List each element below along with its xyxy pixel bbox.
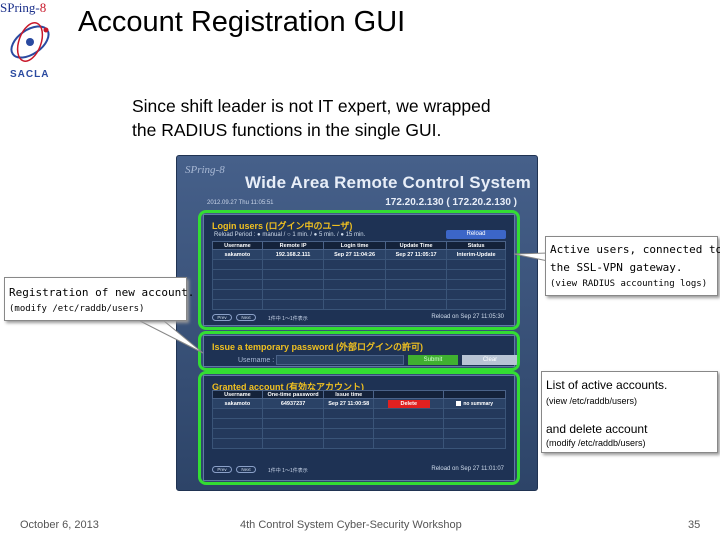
reload-option-5min[interactable]: ● 5 min. /: [313, 232, 339, 238]
reload-status: Reload on Sep 27 11:01:07: [431, 466, 504, 472]
intro-line-2: the RADIUS functions in the single GUI.: [132, 120, 442, 140]
next-button[interactable]: Next: [236, 466, 256, 473]
sacla-logo-text: SACLA: [10, 69, 50, 80]
pager-text: 1件中 1〜1件表示: [268, 316, 308, 322]
app-brand: SPring-8: [185, 164, 225, 176]
footer-date: October 6, 2013: [20, 519, 99, 531]
empty-table-row: [212, 269, 506, 280]
registration-pointer: [139, 320, 204, 354]
reload-button[interactable]: Reload: [446, 230, 506, 239]
active-users-pointer: [513, 252, 549, 262]
prev-button[interactable]: Prev: [212, 466, 232, 473]
callout-text: (modify /etc/raddb/users): [546, 438, 646, 448]
callout-text: and delete account: [546, 422, 648, 436]
granted-account-panel: Granted account (有効なアカウント) Username One-…: [203, 375, 515, 481]
slide-title: Account Registration GUI: [78, 6, 406, 38]
callout-text: Active users, connected to: [550, 243, 720, 256]
checkbox-icon[interactable]: [456, 400, 462, 406]
spring8-logo-text: SPring-8: [0, 0, 47, 15]
orbit-logo-icon: [10, 22, 50, 62]
callout-text: (view RADIUS accounting logs): [550, 279, 708, 289]
page-number: 35: [688, 519, 701, 531]
delete-button[interactable]: Delete: [387, 399, 430, 408]
username-label: Username :: [238, 357, 275, 364]
reload-option-15min[interactable]: ● 15 min.: [340, 232, 366, 238]
app-title: Wide Area Remote Control System: [245, 173, 531, 192]
empty-table-row: [212, 418, 506, 429]
app-ip-address: 172.20.2.130 ( 172.20.2.130 ): [385, 197, 517, 208]
footer-event: 4th Control System Cyber-Security Worksh…: [240, 519, 462, 531]
active-accounts-callout: List of active accounts. (view /etc/radd…: [541, 371, 718, 453]
table-header-row: Username Remote IP Login time Update Tim…: [212, 241, 506, 250]
reload-period-label: Reload Period :: [214, 232, 256, 238]
callout-text: (view /etc/raddb/users): [546, 396, 638, 406]
username-input[interactable]: [276, 355, 404, 365]
intro-text: Since shift leader is not IT expert, we …: [132, 94, 562, 142]
empty-table-row: [212, 259, 506, 270]
table-row[interactable]: sakamoto 192.168.2.111 Sep 27 11:04:26 S…: [212, 249, 506, 260]
empty-table-row: [212, 438, 506, 449]
intro-line-1: Since shift leader is not IT expert, we …: [132, 96, 491, 116]
callout-text: (modify /etc/raddb/users): [9, 304, 145, 314]
reload-period: Reload Period : ● manual / ○ 1 min. / ● …: [214, 232, 365, 238]
remote-control-app-window: SPring-8 Wide Area Remote Control System…: [176, 155, 538, 491]
pager-text: 1件中 1〜1件表示: [268, 468, 308, 474]
login-users-highlight: [198, 210, 520, 330]
empty-table-row: [212, 428, 506, 439]
app-datetime: 2012.09.27 Thu 11:05:51: [207, 200, 274, 206]
empty-table-row: [212, 299, 506, 310]
spring8-sacla-logo: SPring-8 SACLA: [0, 0, 62, 86]
granted-account-title: Granted account (有効なアカウント): [212, 382, 365, 392]
submit-button[interactable]: Submit: [408, 355, 458, 365]
reload-option-1min[interactable]: ○ 1 min. /: [287, 232, 312, 238]
reload-option-manual[interactable]: ● manual /: [257, 232, 286, 238]
granted-account-table: Username One-time password Issue time sa…: [212, 390, 506, 449]
reload-status: Reload on Sep 27 11:05:30: [431, 314, 504, 320]
table-row[interactable]: sakamoto 64937237 Sep 27 11:00:58 Delete…: [212, 398, 506, 409]
callout-text: List of active accounts.: [546, 378, 668, 392]
no-summary-checkbox[interactable]: no summary: [456, 401, 493, 407]
clear-button[interactable]: Clear: [462, 355, 518, 365]
login-users-panel: Login users (ログイン中のユーザ) Reload Period : …: [203, 214, 515, 326]
granted-account-highlight: [198, 371, 520, 485]
login-users-title: Login users (ログイン中のユーザ): [212, 221, 353, 231]
temporary-password-panel: Issue a temporary password (外部ログインの許可) U…: [203, 335, 518, 367]
temporary-password-title: Issue a temporary password (外部ログインの許可): [212, 342, 424, 352]
next-button[interactable]: Next: [236, 314, 256, 321]
callout-text: Registration of new account.: [9, 286, 195, 299]
callout-text: the SSL-VPN gateway.: [550, 261, 683, 274]
active-users-callout: Active users, connected to the SSL-VPN g…: [545, 236, 720, 296]
prev-button[interactable]: Prev: [212, 314, 232, 321]
registration-callout: Registration of new account. (modify /et…: [4, 277, 194, 321]
empty-table-row: [212, 279, 506, 290]
login-users-table: Username Remote IP Login time Update Tim…: [212, 241, 506, 310]
